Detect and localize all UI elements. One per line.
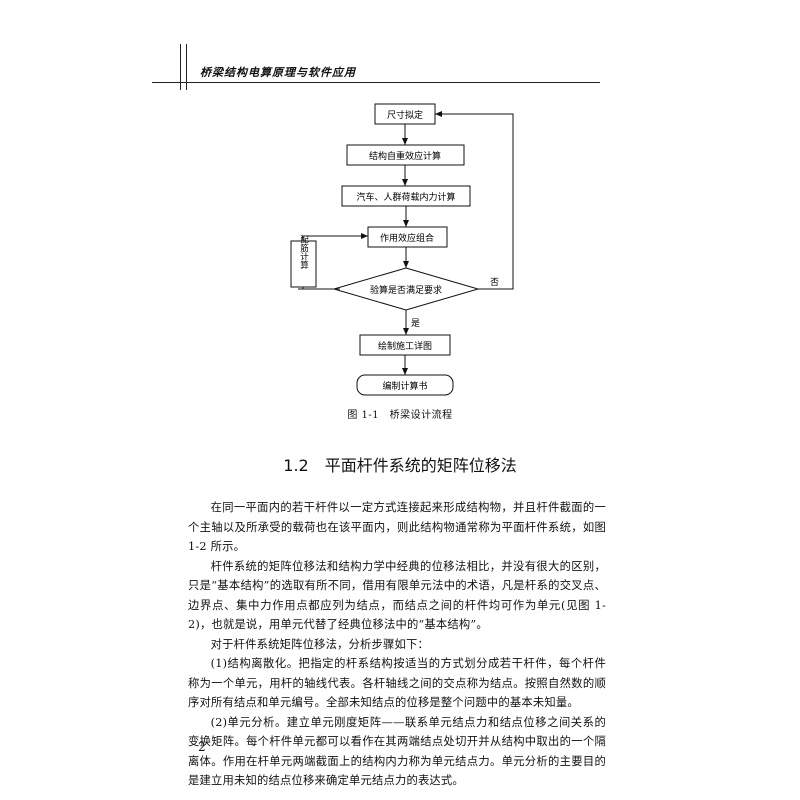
running-header-title: 桥梁结构电算原理与软件应用 <box>200 66 356 79</box>
flow-text-combination: 作用效应组合 <box>380 232 434 244</box>
flow-text-report: 编制计算书 <box>382 380 427 392</box>
paragraph-1: 在同一平面内的若干杆件以一定方式连接起来形成结构物，并且杆件截面的一个主轴以及所… <box>188 501 606 553</box>
figure-caption: 图 1-1 桥梁设计流程 <box>347 410 453 421</box>
flow-text-rebar: 配筋计算 <box>299 235 309 270</box>
header-rule-horizontal <box>152 82 600 83</box>
flow-text-size: 尺寸拟定 <box>387 109 423 121</box>
flow-text-drawing: 绘制施工详图 <box>378 340 432 352</box>
flow-text-dead-load: 结构自重效应计算 <box>369 150 441 162</box>
paragraph-4: (1)结构离散化。把指定的杆系结构按适当的方式划分成若干杆件，每个杆件称为一个单… <box>188 657 606 709</box>
paragraph-5: (2)单元分析。建立单元刚度矩阵——联系单元结点力和结点位移之间关系的变换矩阵。… <box>188 715 606 788</box>
header-rule-vertical-2 <box>186 44 187 90</box>
page-number: 2 <box>198 740 206 754</box>
header-rule-vertical-1 <box>180 44 181 90</box>
flow-text-check: 验算是否满足要求 <box>370 284 442 296</box>
paragraph-2: 杆件系统的矩阵位移法和结构力学中经典的位移法相比，并没有很大的区别，只是“基本结… <box>188 559 606 632</box>
flow-label-yes: 是 <box>411 318 420 329</box>
flow-arrow-rebar-back <box>302 233 368 241</box>
flow-box-combination <box>367 226 448 248</box>
flow-arrow-no-loop <box>435 111 514 290</box>
section-title: 1.2 平面杆件系统的矩阵位移法 <box>283 456 517 475</box>
paragraph-3: 对于杆件系统矩阵位移法，分析步骤如下： <box>210 637 430 651</box>
body-text: 在同一平面内的若干杆件以一定方式连接起来形成结构物，并且杆件截面的一个主轴以及所… <box>188 498 606 791</box>
flow-text-live-load: 汽车、人群荷载内力计算 <box>356 191 455 203</box>
flow-label-no: 否 <box>490 277 499 288</box>
